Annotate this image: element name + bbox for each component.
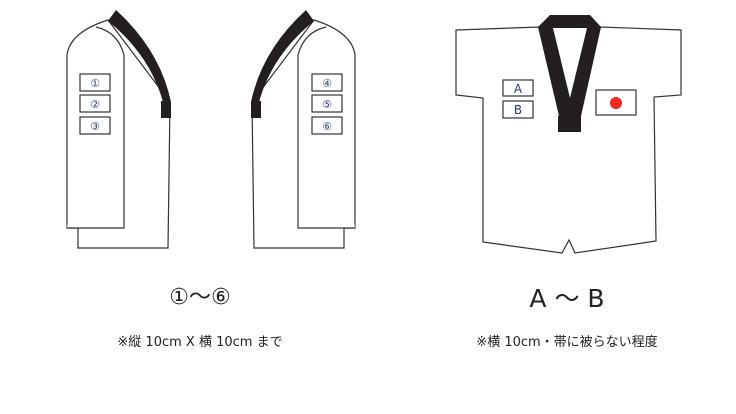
patch-label-3: ③ bbox=[90, 120, 100, 133]
patch-label-1: ① bbox=[90, 77, 100, 90]
uniform-side-view-left bbox=[66, 10, 171, 249]
uniform-side-view-right bbox=[251, 10, 356, 249]
patch-box-2 bbox=[79, 94, 111, 113]
patch-label-6: ⑥ bbox=[322, 120, 332, 133]
patch-label-2: ② bbox=[90, 98, 100, 111]
chest-range-title: A 〜 B bbox=[529, 284, 604, 313]
sleeve-range-title: ①〜⑥ bbox=[169, 285, 230, 310]
patch-label-4: ④ bbox=[322, 77, 332, 90]
chest-size-note: ※横 10cm・帯に被らない程度 bbox=[476, 334, 657, 350]
collar-end bbox=[558, 116, 581, 132]
collar-band bbox=[108, 10, 171, 102]
patch-box-b bbox=[502, 100, 534, 119]
patch-box-a bbox=[502, 79, 534, 97]
patch-label-a: A bbox=[514, 82, 523, 96]
collar-end bbox=[161, 101, 171, 118]
sleeve-size-note: ※縦 10cm X 横 10cm まで bbox=[117, 335, 282, 350]
uniform-front-view bbox=[455, 15, 682, 254]
patch-label-b: B bbox=[514, 103, 522, 117]
patch-box-1 bbox=[79, 73, 111, 92]
collar-v bbox=[538, 15, 601, 116]
flag-red-dot bbox=[610, 97, 622, 109]
patch-label-5: ⑤ bbox=[322, 98, 332, 111]
patch-box-3 bbox=[79, 116, 111, 135]
